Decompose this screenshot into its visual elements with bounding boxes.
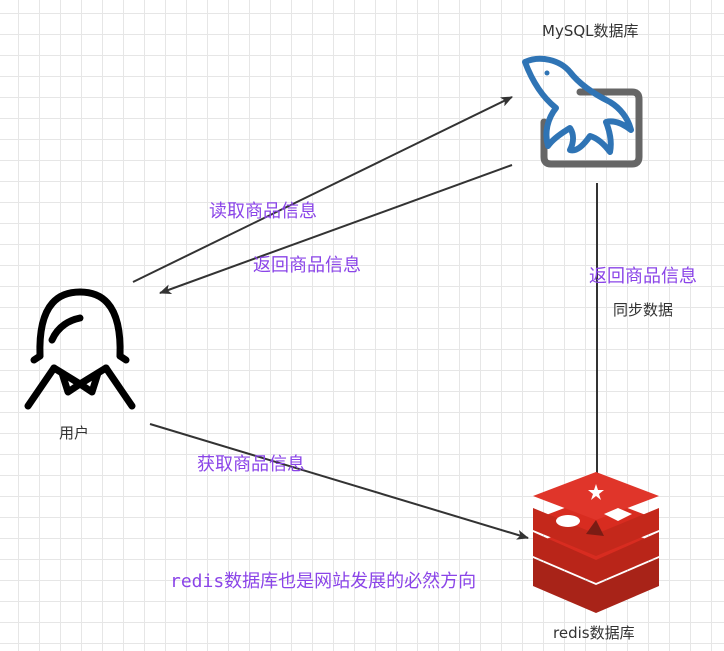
- mysql-dolphin-icon: [522, 55, 643, 168]
- arrow-user-to-redis: [149, 423, 529, 540]
- edge-label-sync: 同步数据: [613, 301, 674, 319]
- arrow-user-to-mysql: [132, 96, 513, 283]
- redis-icon: [533, 472, 659, 613]
- edge-label-read: 读取商品信息: [209, 201, 317, 222]
- edge-label-sync-return: 返回商品信息: [589, 266, 697, 287]
- edge-label-return: 返回商品信息: [253, 255, 361, 276]
- mysql-label: MySQL数据库: [542, 22, 639, 40]
- arrow-mysql-to-user: [159, 164, 513, 294]
- note-text: redis数据库也是网站发展的必然方向: [170, 571, 477, 592]
- user-icon: [24, 288, 136, 410]
- redis-label: redis数据库: [553, 624, 635, 642]
- edge-label-fetch: 获取商品信息: [197, 454, 305, 475]
- user-label: 用户: [59, 424, 90, 442]
